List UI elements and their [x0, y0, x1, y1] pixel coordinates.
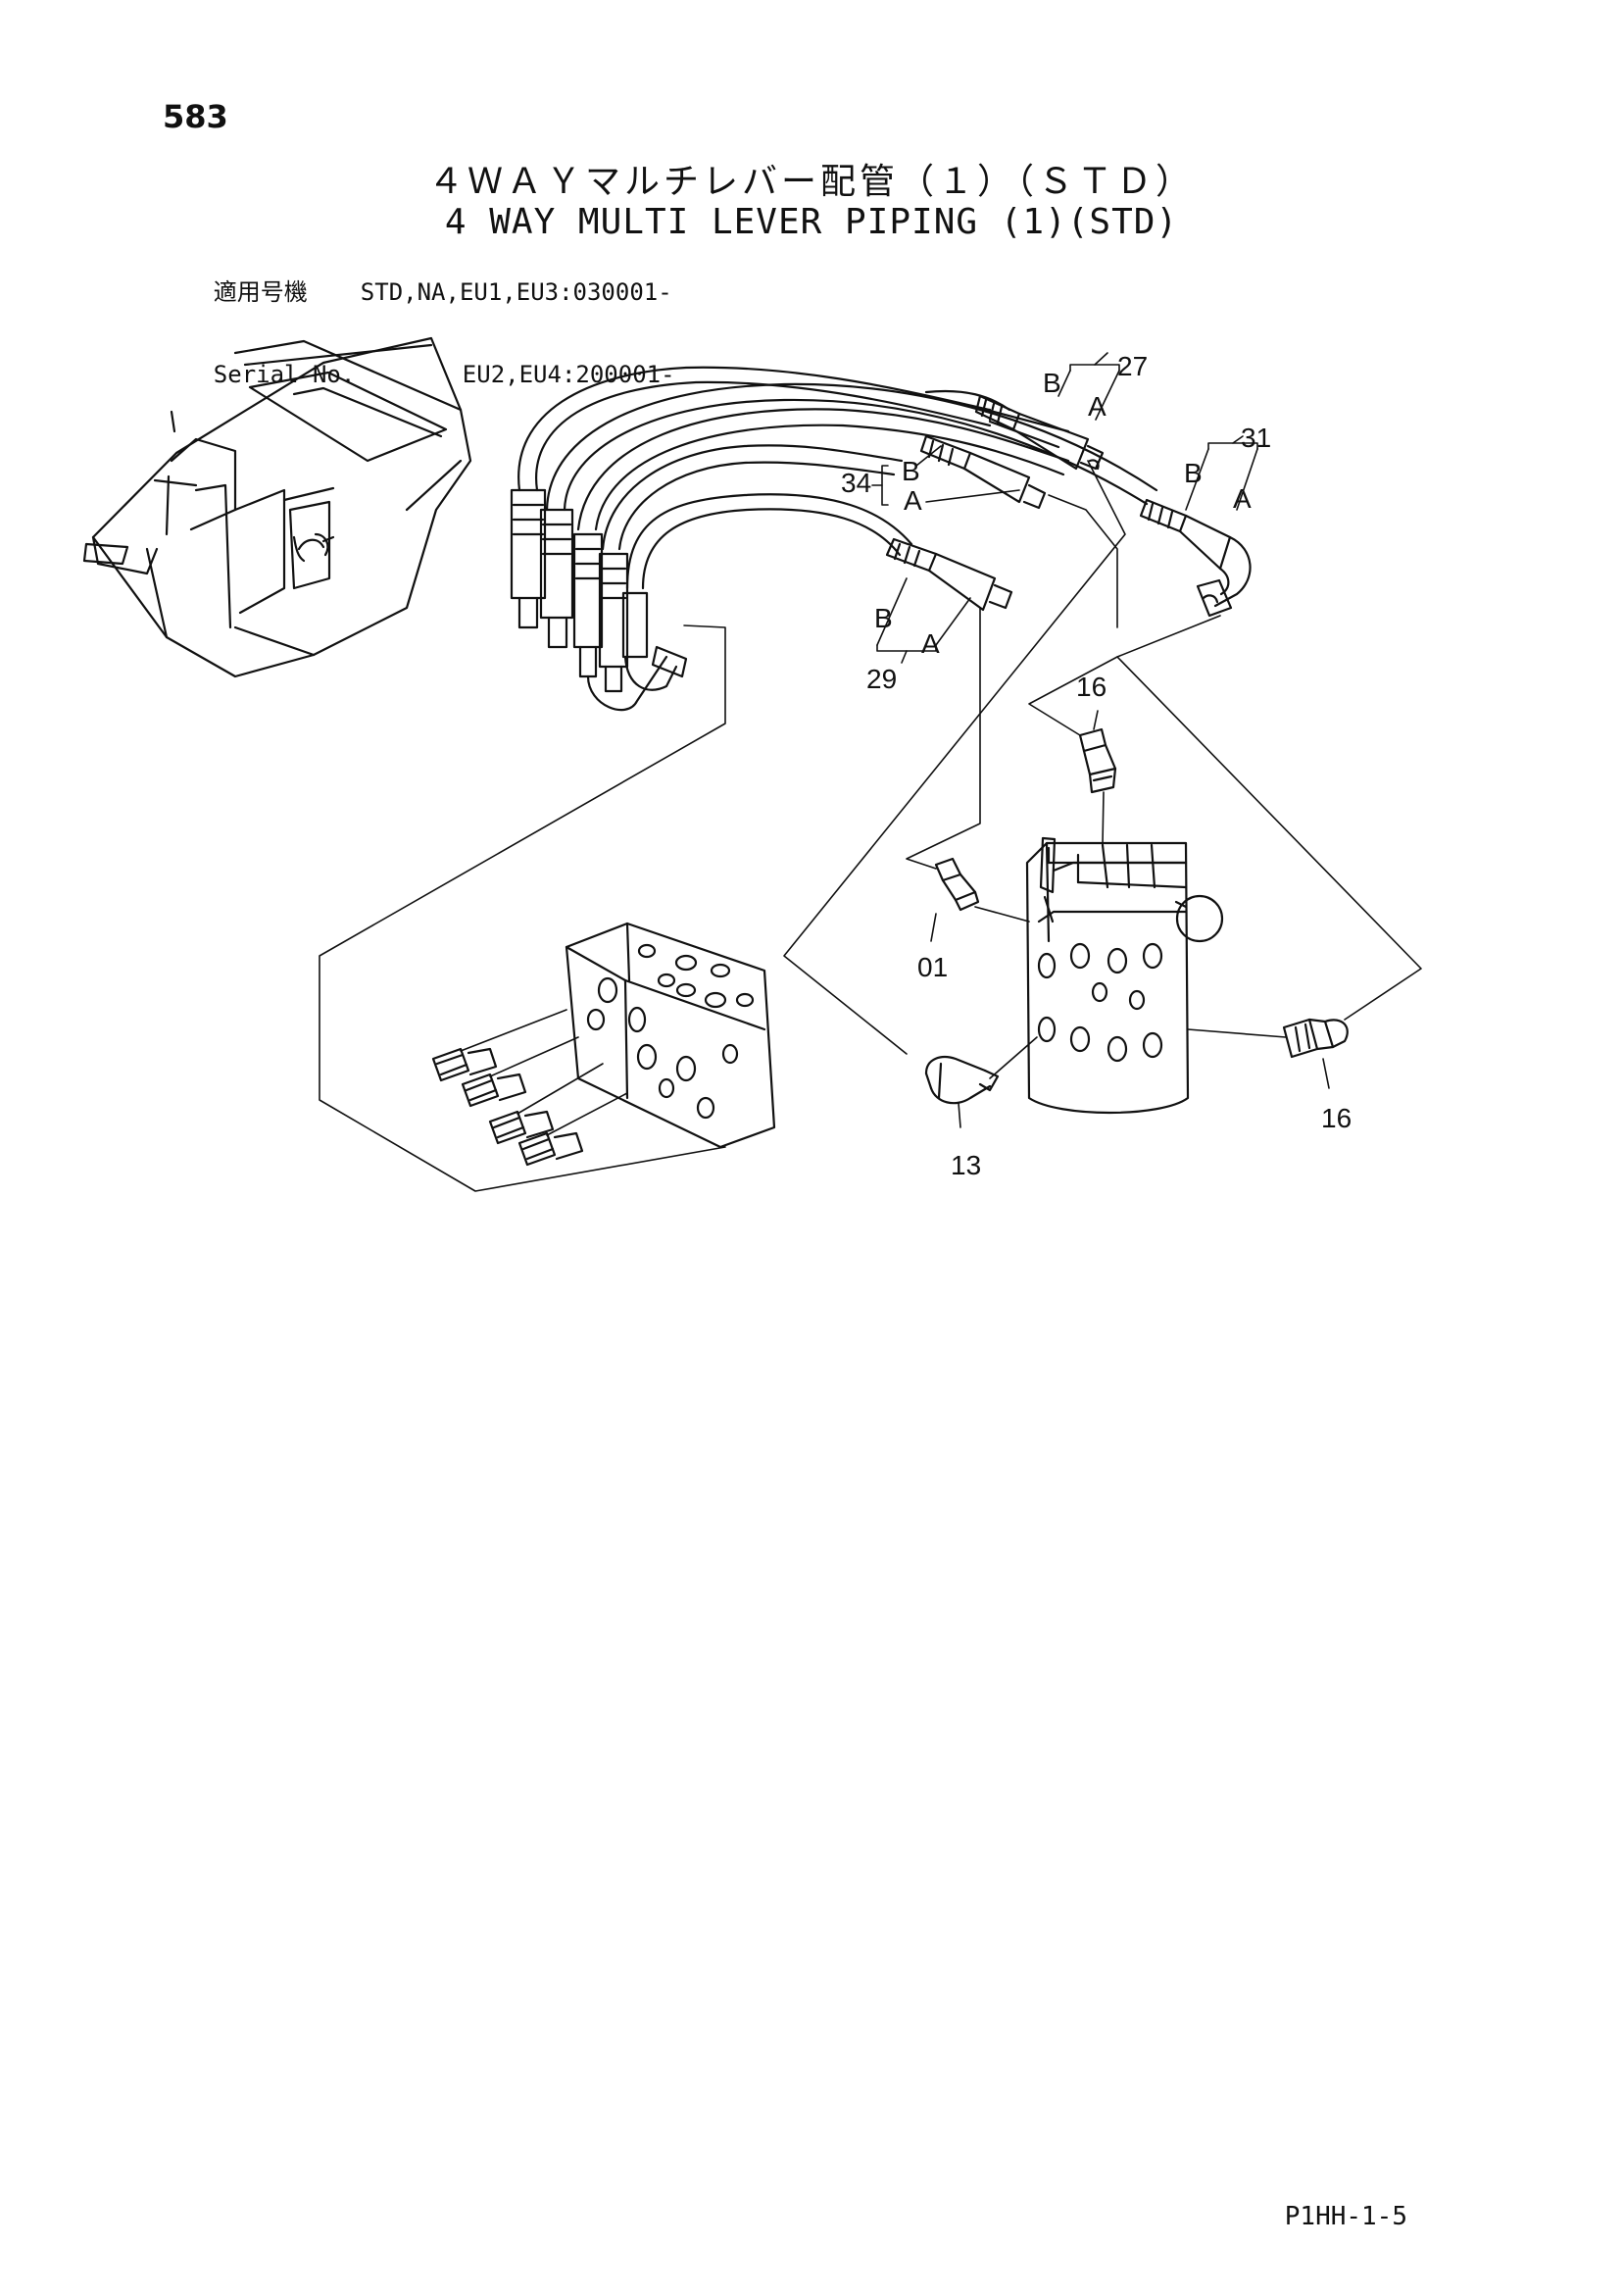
callout-27-b: B: [1043, 368, 1061, 398]
manifold-fittings: [431, 1047, 584, 1167]
serial-label-japanese: 適用号機: [213, 278, 308, 306]
callout-16-upper: 16: [1076, 672, 1107, 702]
callout-31: 31: [1241, 423, 1271, 453]
hose-34-fittings: [919, 434, 1047, 510]
callout-13: 13: [951, 1150, 981, 1180]
hose-27-fittings: [974, 394, 1105, 471]
page-title-english: 4 WAY MULTI LEVER PIPING (1)(STD): [444, 202, 1179, 242]
hose-31-fittings: [1139, 498, 1252, 618]
hose-end-fittings-left: [510, 488, 688, 712]
callout-29: 29: [866, 664, 897, 694]
callout-31-b: B: [1184, 458, 1203, 488]
hose-29-fittings: [885, 537, 1013, 612]
callout-34-b: B: [902, 456, 920, 486]
callout-29-b: B: [874, 603, 893, 633]
callout-31-a: A: [1233, 483, 1252, 514]
callout-34: 34: [841, 468, 871, 498]
fitting-16-lower: [1282, 1018, 1349, 1059]
callout-29-a: A: [921, 628, 940, 659]
hose-bundle: [517, 366, 1158, 590]
callout-34-a: A: [904, 485, 922, 516]
drawing-code: P1HH-1-5: [1284, 2202, 1407, 2231]
leader-lines: [319, 460, 1422, 1192]
fitting-01: [934, 857, 980, 912]
callout-16-lower: 16: [1321, 1103, 1352, 1133]
callout-labels: 27 B A 31 B A 34 B A B A 29 16 01 13 16: [841, 351, 1352, 1180]
callout-01: 01: [917, 952, 948, 982]
callout-27: 27: [1117, 351, 1148, 381]
elbow-fitting-13: [924, 1056, 1000, 1105]
page-number: 583: [163, 98, 228, 135]
fitting-16-upper: [1078, 727, 1117, 794]
serial-row-1: 適用号機 STD,NA,EU1,EU3:030001-: [157, 251, 675, 333]
callout-27-a: A: [1088, 391, 1107, 422]
serial-value-1: STD,NA,EU1,EU3:030001-: [360, 278, 672, 306]
page-title-japanese: ４ＷＡＹマルチレバー配管（１）（ＳＴＤ）: [427, 162, 1195, 202]
distribution-manifold: [565, 922, 776, 1149]
control-valve-block: [1025, 836, 1224, 1115]
callout-brackets: [871, 352, 1330, 1128]
serial-value-2: EU2,EU4:200001-: [462, 361, 675, 388]
machine-overview-illustration: [82, 336, 472, 678]
